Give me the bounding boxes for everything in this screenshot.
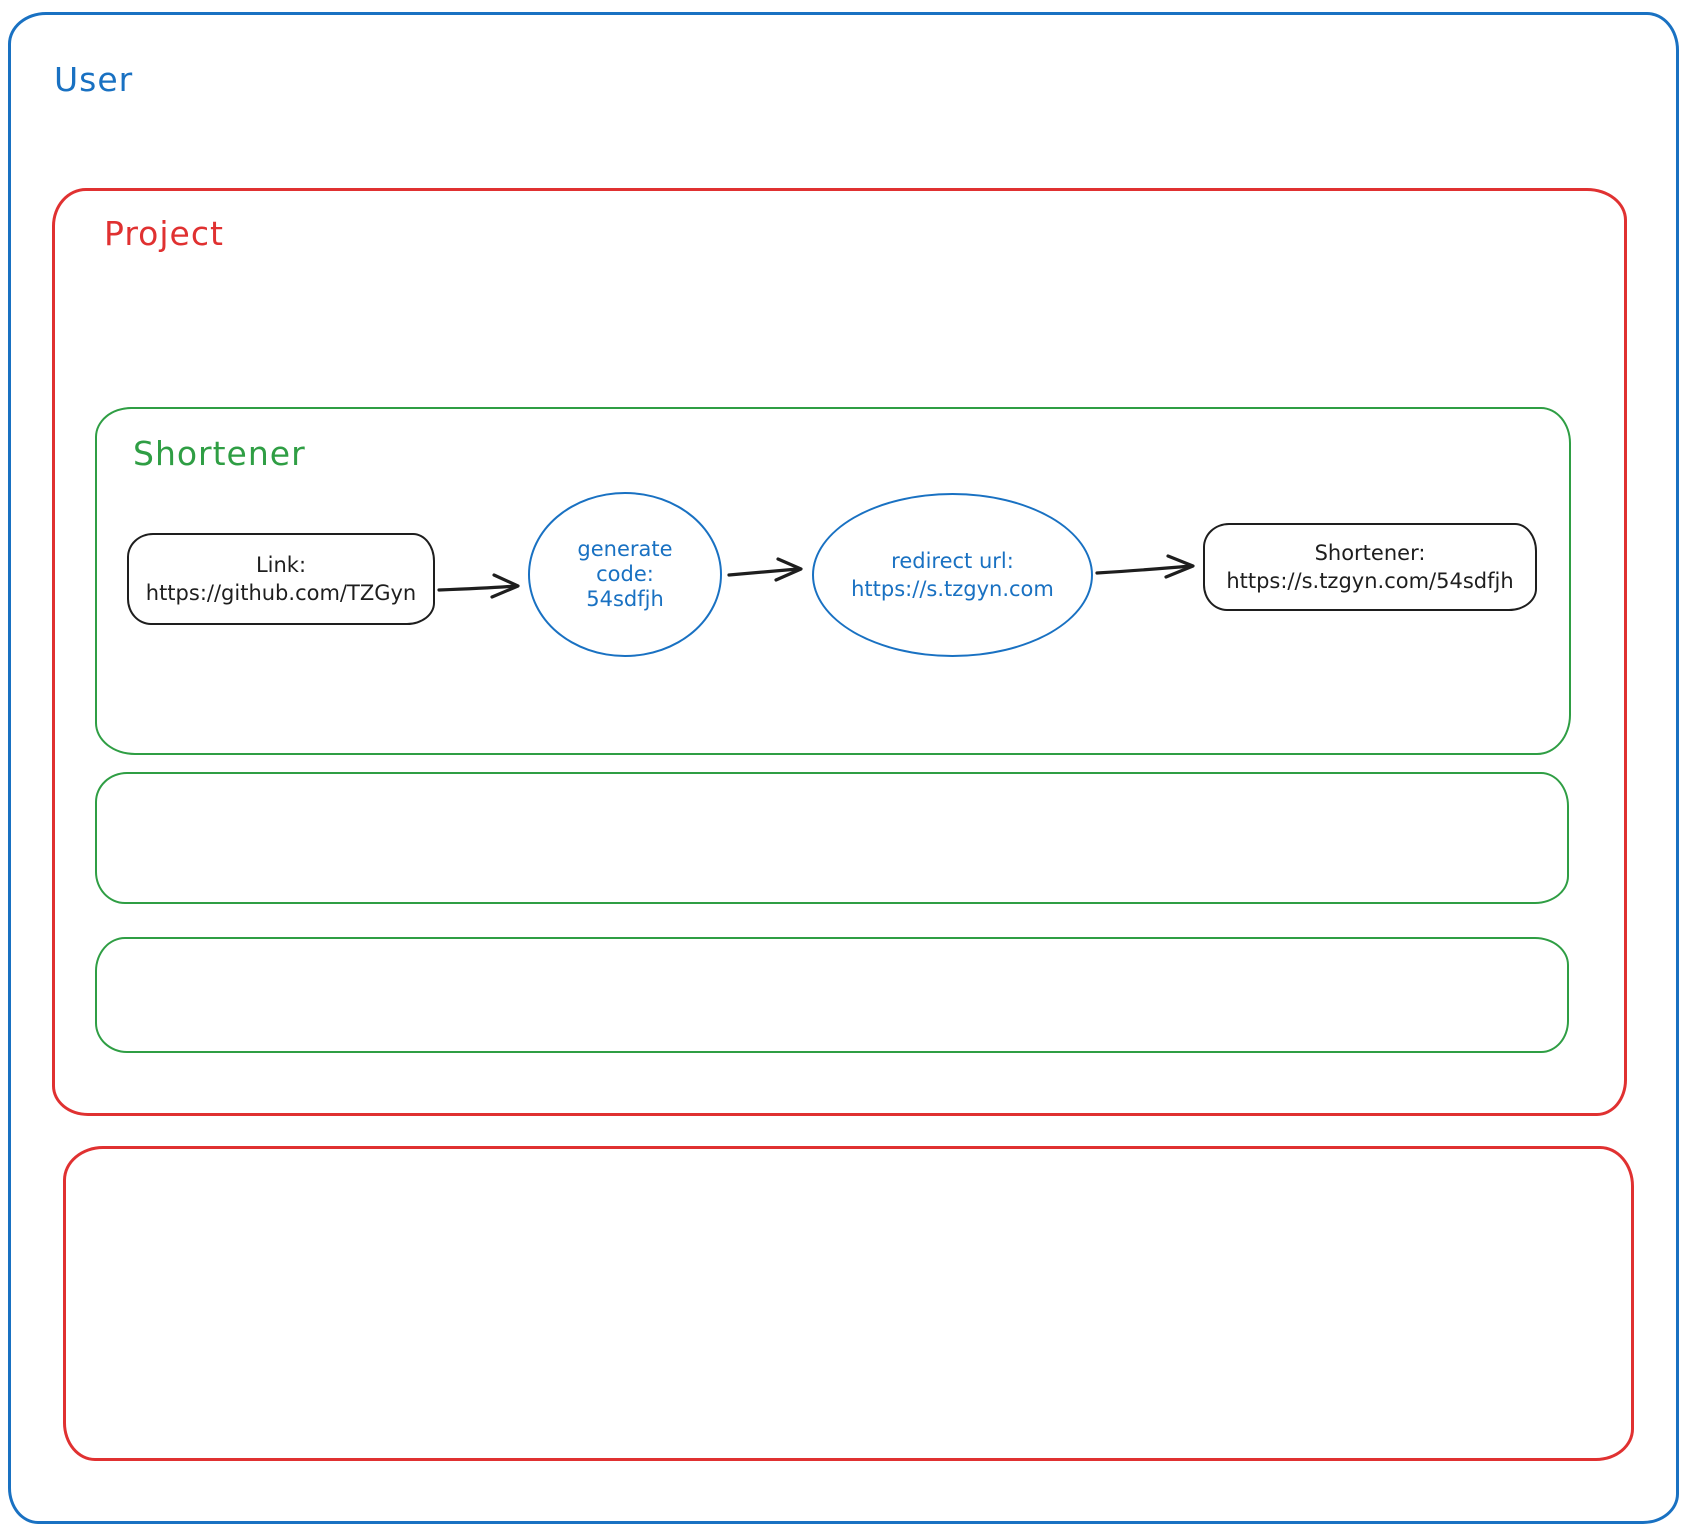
green-placeholder-box-2 [95,937,1569,1053]
flow-arrow-3 [1094,551,1200,581]
right-arrow-icon [1095,554,1195,579]
right-arrow-icon [437,573,520,599]
flow-arrow-2 [726,556,806,584]
red-placeholder-box [63,1146,1634,1461]
shortener-container-label: Shortener [133,434,306,473]
project-container-box [52,188,1627,1116]
user-container-label: User [54,60,134,99]
result-node-url: https://s.tzgyn.com/54sdfjh [1226,569,1514,593]
flow-arrow-1 [436,570,524,600]
redirect-url-node: redirect url: https://s.tzgyn.com [812,493,1093,657]
generate-node-line1: generate [577,537,673,561]
link-node-title: Link: [255,553,307,577]
generate-node-line3: 54sdfjh [586,587,664,611]
redirect-node-title: redirect url: [891,549,1014,573]
shortener-container-box [95,407,1571,755]
shortened-result-node: Shortener: https://s.tzgyn.com/54sdfjh [1203,523,1537,611]
generate-code-node: generate code: 54sdfjh [528,492,722,657]
result-node-title: Shortener: [1314,541,1426,565]
generate-node-line2: code: [596,562,654,586]
user-container-box [8,12,1679,1524]
link-node-url: https://github.com/TZGyn [145,581,417,605]
link-input-node: Link: https://github.com/TZGyn [127,533,435,625]
right-arrow-icon [727,557,803,582]
green-placeholder-box-1 [95,772,1569,904]
project-container-label: Project [104,214,224,253]
redirect-node-url: https://s.tzgyn.com [851,577,1054,601]
